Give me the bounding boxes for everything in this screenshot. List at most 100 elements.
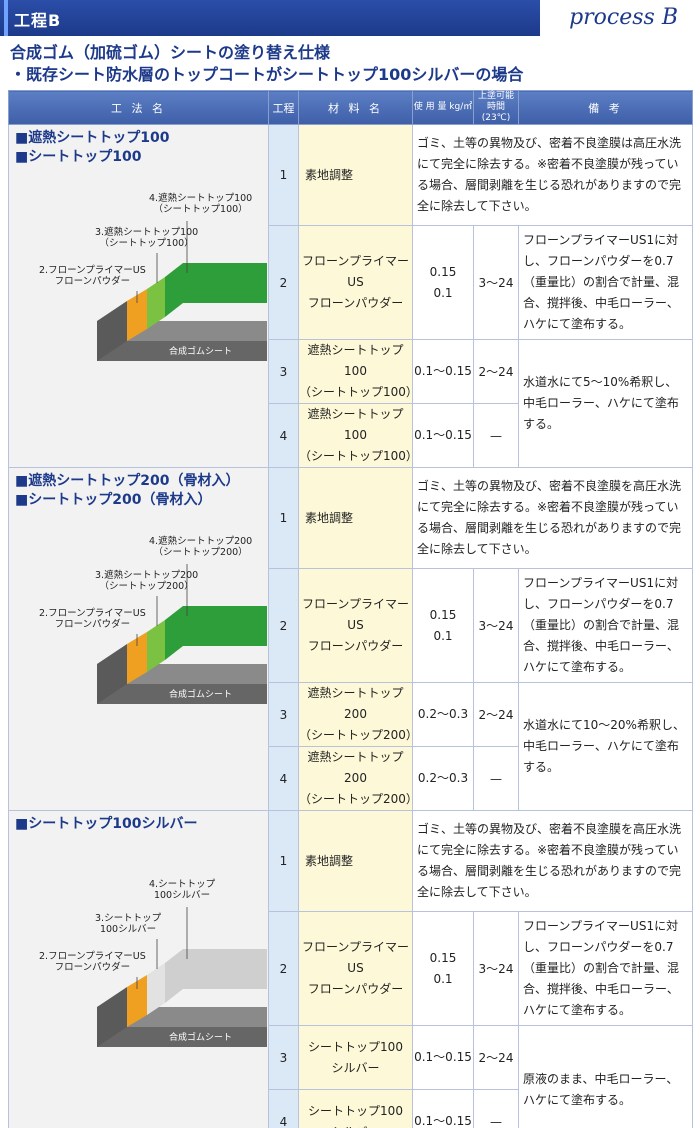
header-notes: 備 考 <box>518 90 693 125</box>
note-cell: フローンプライマーUS1に対し、フローンパウダーを0.7（重量比）の割合で計量、… <box>518 911 693 1026</box>
material-line-1: 素地調整 <box>305 510 354 525</box>
material-line-1: 遮熱シートトップ200 <box>307 750 404 785</box>
process-label: 工程B <box>3 0 61 36</box>
method-name-line-1: ■遮熱シートトップ200（骨材入） <box>15 473 240 489</box>
usage-line-1: 0.2〜0.3 <box>417 771 469 785</box>
method-name: ■遮熱シートトップ100 ■シートトップ100 <box>15 129 169 167</box>
material-cell: 素地調整 <box>298 810 413 912</box>
material-cell: 素地調整 <box>298 124 413 226</box>
material-cell: フローンプライマーUS フローンパウダー <box>298 225 413 340</box>
header-bar: 工程B process B <box>0 0 700 36</box>
usage-line-1: 0.15 <box>429 950 457 965</box>
material-cell: シートトップ100シルバー <box>298 1089 413 1128</box>
header-method: 工 法 名 <box>8 90 269 125</box>
layer-diagram <box>97 564 267 704</box>
material-line-2: フローンパウダー <box>307 982 404 996</box>
layer-2-primer <box>127 975 147 1027</box>
material-line-1: 遮熱シートトップ200 <box>307 686 404 721</box>
material-line-2: （シートトップ100） <box>299 449 418 463</box>
material-line-1: 遮熱シートトップ100 <box>307 343 404 378</box>
step-number: 4 <box>268 1089 299 1128</box>
layer-diagram <box>97 907 267 1047</box>
method-name-line-1: ■遮熱シートトップ100 <box>15 130 170 146</box>
step-number: 2 <box>268 568 299 683</box>
note-cell: ゴミ、土等の異物及び、密着不良塗膜を高圧水洗にて完全に除去する。※密着不良塗膜が… <box>412 810 693 912</box>
material-line-1: フローンプライマーUS <box>301 940 410 975</box>
layer-4-top <box>165 949 267 1003</box>
interval-cell: — <box>473 746 519 811</box>
material-line-1: シートトップ100 <box>308 1103 403 1118</box>
page-title: 合成ゴム（加硫ゴム）シートの塗り替え仕様 ・既存シート防水層のトップコートがシー… <box>10 42 523 86</box>
header-step: 工程 <box>268 90 299 125</box>
layer-diagram <box>97 221 267 361</box>
layer-2-primer <box>127 632 147 684</box>
title-line-2: ・既存シート防水層のトップコートがシートトップ100シルバーの場合 <box>10 65 524 84</box>
layer-2-primer <box>127 289 147 341</box>
material-cell: シートトップ100 シルバー <box>298 1025 413 1090</box>
usage-line-1: 0.1〜0.15 <box>414 428 472 442</box>
material-line-1: 素地調整 <box>305 853 354 868</box>
interval-cell: 2〜24 <box>473 682 519 747</box>
usage-line-1: 0.1〜0.15 <box>414 1114 472 1128</box>
layer-3-coat <box>147 620 165 672</box>
layer-base <box>97 644 267 704</box>
spec-table: 工 法 名 工程 材 料 名 使 用 量 kg/㎡ 上塗可能 時間(23℃) 備… <box>8 90 693 1128</box>
step-number: 2 <box>268 225 299 340</box>
note-cell: ゴミ、土等の異物及び、密着不良塗膜は高圧水洗にて完全に除去する。※密着不良塗膜が… <box>412 124 693 226</box>
step-number: 3 <box>268 339 299 404</box>
interval-cell: 3〜24 <box>473 225 519 340</box>
table-row: 4シートトップ100シルバー0.1〜0.15— <box>9 1089 693 1128</box>
material-line-2: （シートトップ200） <box>299 792 418 806</box>
usage-cell: 0.1〜0.15 <box>412 1025 474 1090</box>
material-line-2: フローンパウダー <box>307 296 404 310</box>
step-number: 4 <box>268 746 299 811</box>
material-line-2: シルバー <box>331 1060 380 1075</box>
usage-line-1: 0.2〜0.3 <box>417 707 469 721</box>
layer-4-top <box>165 263 267 317</box>
usage-cell: 0.1〜0.15 <box>412 1089 474 1128</box>
usage-line-2: 0.1 <box>433 628 453 643</box>
base-label: 合成ゴムシート <box>169 1033 233 1043</box>
note-cell: 原液のまま、中毛ローラー、ハケにて塗布する。 <box>518 1025 693 1128</box>
base-label: 合成ゴムシート <box>169 690 233 700</box>
step-number: 3 <box>268 682 299 747</box>
interval-cell: 3〜24 <box>473 568 519 683</box>
usage-cell: 0.15 0.1 <box>412 911 474 1026</box>
usage-cell: 0.2〜0.3 <box>412 682 474 747</box>
step-number: 2 <box>268 911 299 1026</box>
interval-cell: 3〜24 <box>473 911 519 1026</box>
step-number: 1 <box>268 810 299 912</box>
usage-cell: 0.2〜0.3 <box>412 746 474 811</box>
method-name-line-2: ■シートトップ100 <box>15 149 142 165</box>
step-number: 1 <box>268 124 299 226</box>
material-line-1: フローンプライマーUS <box>301 254 410 289</box>
material-line-1: シートトップ100 <box>308 1039 403 1054</box>
note-cell: 水道水にて10〜20%希釈し、中毛ローラー、ハケにて塗布する。 <box>518 682 693 811</box>
layer-3-label: 3.遮熱シートトップ200（シートトップ200） <box>95 570 199 592</box>
layer-3-label: 3.遮熱シートトップ100（シートトップ100） <box>95 227 199 249</box>
usage-line-2: 0.1 <box>433 971 453 986</box>
usage-line-1: 0.15 <box>429 264 457 279</box>
material-cell: 素地調整 <box>298 467 413 569</box>
usage-line-1: 0.1〜0.15 <box>414 364 472 378</box>
material-cell: 遮熱シートトップ200 （シートトップ200） <box>298 746 418 811</box>
layer-3-coat <box>147 963 165 1015</box>
material-cell: 遮熱シートトップ100 （シートトップ100） <box>298 339 418 404</box>
step-number: 3 <box>268 1025 299 1090</box>
method-cell: ■遮熱シートトップ200（骨材入）■シートトップ200（骨材入）4.遮熱シートト… <box>8 467 269 811</box>
usage-cell: 0.1〜0.15 <box>412 339 474 404</box>
material-cell: 遮熱シートトップ200（シートトップ200） <box>298 682 418 747</box>
material-line-2: （シートトップ100） <box>299 385 418 399</box>
